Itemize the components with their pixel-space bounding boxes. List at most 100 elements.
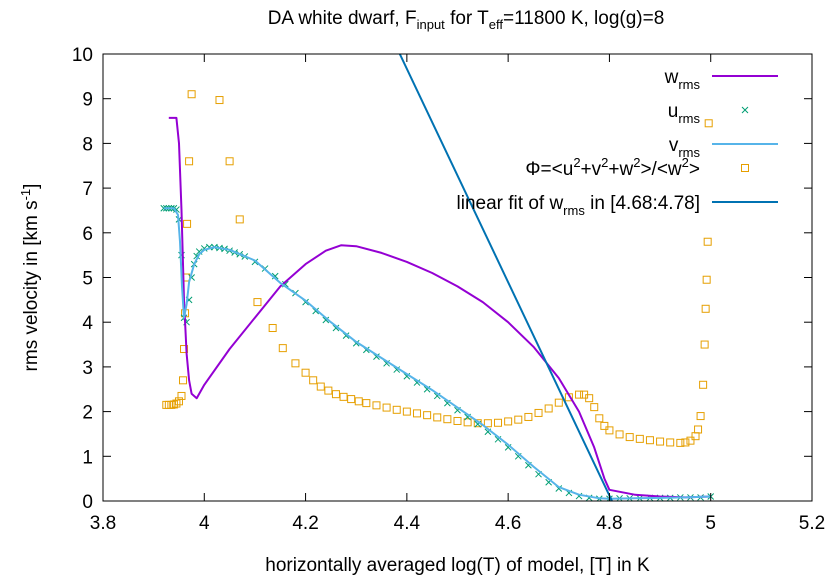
data-point-phi [676,438,685,447]
y-tick-label: 9 [82,90,93,111]
x-tick-label: 4.2 [292,513,318,534]
x-axis-title: horizontally averaged log(T) of model, [… [265,555,650,576]
data-point-phi [483,419,492,428]
x-tick-label: 5 [705,513,716,534]
y-tick-label: 5 [82,269,93,290]
legend-label-v: vrms [669,135,701,160]
series-u [160,204,715,501]
data-point-phi [235,215,244,224]
data-point-phi [524,412,533,421]
series-line-fit [398,54,613,501]
data-point-phi [694,425,703,434]
data-point-u [312,307,320,315]
data-point-phi [575,390,584,399]
data-point-u [271,272,279,280]
data-point-phi [534,408,543,417]
data-point-phi [656,437,665,446]
data-point-phi [187,90,196,99]
data-point-phi [225,157,234,166]
data-point-phi [183,219,192,228]
legend-sample-u [741,106,749,114]
legend-label-fit: linear fit of wrms in [4.68:4.78] [457,193,700,218]
data-point-phi [180,345,189,354]
data-point-phi [412,409,421,418]
chart-title-text: DA white dwarf, Finput for Teff=11800 K,… [268,8,665,32]
data-point-phi [686,436,695,445]
data-point-phi [354,397,363,406]
x-tick-label: 4 [199,513,210,534]
y-tick-label: 2 [82,403,93,424]
y-tick-label: 7 [82,179,93,200]
legend-label-phi: Φ=<u2+v2+w2>/<w2> [525,155,700,180]
data-point-phi [666,438,675,447]
data-point-phi [268,324,277,333]
data-point-phi [585,394,594,403]
legend-label-w: wrms [664,67,701,92]
data-point-phi [382,403,391,412]
data-point-phi [347,395,356,404]
data-point-phi [590,403,599,412]
data-point-phi [514,415,523,424]
data-point-phi [185,157,194,166]
data-point-u [393,366,401,373]
data-point-phi [700,340,709,349]
data-point-phi [595,414,604,423]
y-tick-label: 10 [72,45,93,66]
data-point-phi [402,407,411,416]
data-point-phi [605,426,614,435]
data-point-phi [215,96,224,105]
y-tick-label: 0 [82,492,93,513]
data-point-phi [703,237,712,246]
data-point-phi [316,382,325,391]
data-point-phi [615,430,624,439]
data-point-phi [372,401,381,410]
data-point-phi [339,392,348,401]
data-point-phi [463,418,472,427]
x-tick-label: 4.8 [596,513,622,534]
data-point-phi [494,418,503,427]
data-point-phi [253,298,262,307]
series-line-v [163,207,711,500]
data-point-phi [600,421,609,430]
data-point-phi [443,415,452,424]
data-point-phi [625,433,634,442]
data-point-phi [696,412,705,421]
legend-entry-phi: Φ=<u2+v2+w2>/<w2> [525,155,749,180]
y-tick-label: 3 [82,358,93,379]
x-tick-label: 5.2 [799,513,825,534]
y-axis-title: rms velocity in [km s-1] [18,184,42,372]
series-phi [162,90,713,447]
data-point-phi [179,376,188,385]
data-point-phi [324,386,333,395]
data-point-phi [504,417,513,426]
series-v [163,207,711,500]
data-point-phi [177,391,186,400]
data-point-phi [699,380,708,389]
data-point-phi [162,400,171,409]
legend-entry-w: wrms [664,67,778,92]
data-point-phi [701,304,710,313]
data-point-phi [301,368,310,377]
legend-entry-v: vrms [669,135,778,160]
data-point-phi [635,434,644,443]
data-point-u [413,379,421,386]
data-point-phi [544,404,553,413]
data-point-phi [704,119,713,128]
data-point-phi [291,359,300,368]
y-tick-label: 1 [82,447,93,468]
series-fit [398,54,613,501]
data-point-phi [702,275,711,284]
data-point-phi [362,399,371,408]
data-point-phi [423,411,432,420]
legend-label-u: urms [668,101,701,126]
legend-entry-u: urms [668,101,749,126]
data-point-u [160,204,168,212]
series-line-w [168,116,711,499]
x-tick-label: 3.8 [90,513,116,534]
data-point-phi [278,344,287,353]
legend-entry-fit: linear fit of wrms in [4.68:4.78] [457,193,778,218]
data-point-phi [392,405,401,414]
